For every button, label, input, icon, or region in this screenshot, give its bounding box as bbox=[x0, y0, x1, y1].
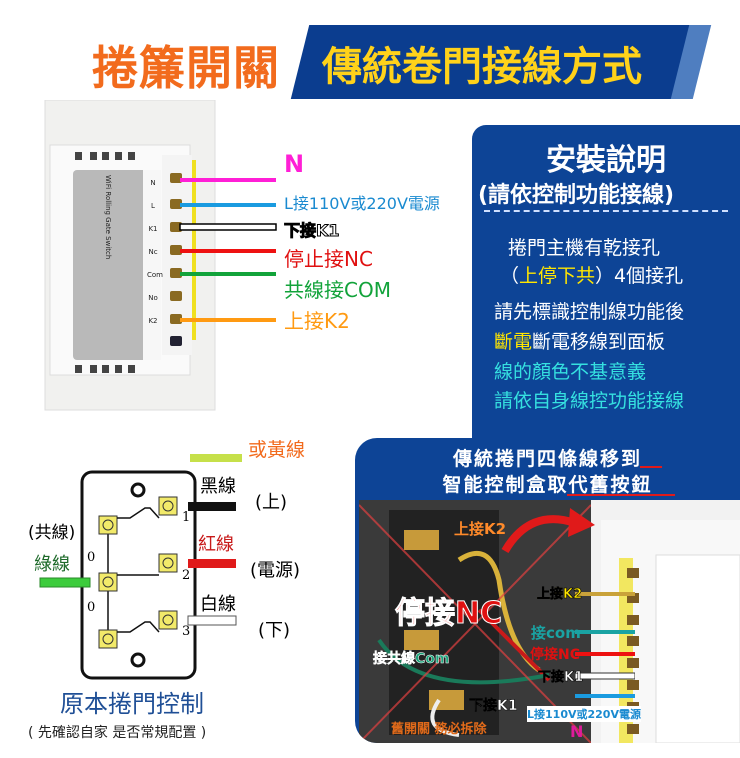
info-line-2: （上停下共）4個接孔 bbox=[500, 261, 683, 288]
info-text: 斷電移線到面板 bbox=[532, 331, 666, 353]
info-line-4: 斷電斷電移線到面板 bbox=[494, 327, 665, 354]
red-wire bbox=[188, 559, 236, 568]
new-l-label: L接110V或220V電源 bbox=[527, 706, 641, 722]
diagram-note: ( 先確認自家 是否常規配置 ) bbox=[28, 725, 207, 741]
green-wire-label: 綠線 bbox=[34, 554, 70, 575]
terminal-number: 0 bbox=[87, 600, 96, 615]
info-title: 安裝說明 bbox=[546, 143, 666, 178]
terminal-number: 1 bbox=[182, 510, 191, 525]
terminal-no: No bbox=[148, 294, 158, 302]
label-n: N bbox=[284, 150, 305, 178]
panel-heading-1: 傳統捲門四條線移到 bbox=[452, 448, 642, 470]
black-wire bbox=[188, 502, 236, 511]
terminal-n: N bbox=[150, 179, 156, 187]
new-nc-label: 停接NC bbox=[530, 647, 580, 663]
module-terminal-labels: N L K1 Nc Com No K2 bbox=[147, 172, 163, 333]
info-subtitle: (請依控制功能接線) bbox=[478, 183, 675, 208]
label-k1: 下接K1 bbox=[284, 221, 341, 241]
panel-heading-2: 智能控制盒取代舊按鈕 bbox=[442, 474, 653, 496]
remove-old-switch-label: 舊開關 務必拆除 bbox=[391, 722, 487, 737]
info-text: ）4個接孔 bbox=[595, 265, 684, 287]
new-n-label: N bbox=[570, 722, 584, 741]
terminal-nc: Nc bbox=[148, 248, 158, 256]
replacement-panel: 傳統捲門四條線移到 智能控制盒取代舊按鈕 上接K2 停接NC 接共線Com 下接… bbox=[355, 438, 740, 743]
terminal-com: Com bbox=[147, 271, 163, 279]
new-k1-label: 下接K1 bbox=[538, 670, 584, 686]
label-l: L接110V或220V電源 bbox=[284, 194, 440, 213]
new-wires bbox=[575, 592, 635, 715]
new-com-label: 接com bbox=[531, 624, 581, 642]
old-k1-label: 下接K1 bbox=[469, 698, 518, 715]
old-nc-label: 停接NC bbox=[394, 596, 503, 632]
underline bbox=[640, 466, 662, 468]
white-wire-label: 白線 bbox=[200, 594, 236, 615]
red-wire-label: 紅線 bbox=[198, 534, 234, 555]
terminal-number: 0 bbox=[87, 550, 96, 565]
arrow-icon bbox=[501, 508, 595, 553]
terminal-l: L bbox=[151, 202, 155, 210]
divider bbox=[484, 210, 728, 212]
white-wire bbox=[187, 615, 237, 626]
terminal-number: 3 bbox=[182, 624, 191, 639]
info-line-3: 請先標識控制線功能後 bbox=[494, 301, 685, 323]
terminal-k2: K2 bbox=[148, 317, 158, 325]
label-nc: 停止接NC bbox=[284, 247, 373, 271]
banner-title: 傳統卷門接線方式 bbox=[322, 44, 642, 90]
wire-k1 bbox=[179, 223, 277, 231]
info-line-5: 線的顏色不基意義 bbox=[494, 361, 647, 383]
terminal-number: 2 bbox=[182, 568, 191, 583]
green-wire bbox=[39, 577, 91, 588]
old-k2-label: 上接K2 bbox=[454, 520, 507, 538]
info-line-6: 請依自身線控功能接線 bbox=[494, 390, 685, 412]
old-switch-photo: 上接K2 停接NC 接共線Com 下接K1 舊開關 務必拆除 bbox=[359, 500, 591, 743]
new-k2-label: 上接K2 bbox=[537, 587, 583, 603]
diagram-title: 原本捲門控制 bbox=[60, 690, 204, 718]
label-com: 共線接COM bbox=[284, 278, 391, 302]
highlight-text: 斷電 bbox=[494, 331, 533, 353]
product-title: 捲簾開關 bbox=[92, 41, 280, 95]
old-com-label: 接共線Com bbox=[373, 651, 450, 668]
install-instructions: 安裝說明 (請依控制功能接線) 捲門主機有乾接孔 （上停下共）4個接孔 請先標識… bbox=[472, 125, 740, 438]
underline bbox=[567, 494, 675, 496]
up-label: (上) bbox=[255, 492, 288, 513]
down-label: (下) bbox=[258, 620, 291, 641]
original-switch-diagram bbox=[39, 454, 242, 680]
info-line-1: 捲門主機有乾接孔 bbox=[508, 237, 661, 259]
paren: （ bbox=[500, 265, 520, 287]
switch-back-photo bbox=[44, 100, 277, 411]
label-k2: 上接K2 bbox=[284, 309, 350, 333]
module-title: WiFi Rolling Gate Switch bbox=[104, 175, 112, 260]
or-yellow-label: 或黃線 bbox=[248, 439, 306, 461]
common-label: (共線) bbox=[28, 523, 76, 543]
power-label: (電源) bbox=[250, 560, 301, 581]
new-switch-photo bbox=[591, 500, 740, 743]
highlight-text: 上停下共 bbox=[519, 265, 596, 287]
black-wire-label: 黑線 bbox=[200, 476, 236, 497]
terminal-k1: K1 bbox=[148, 225, 158, 233]
